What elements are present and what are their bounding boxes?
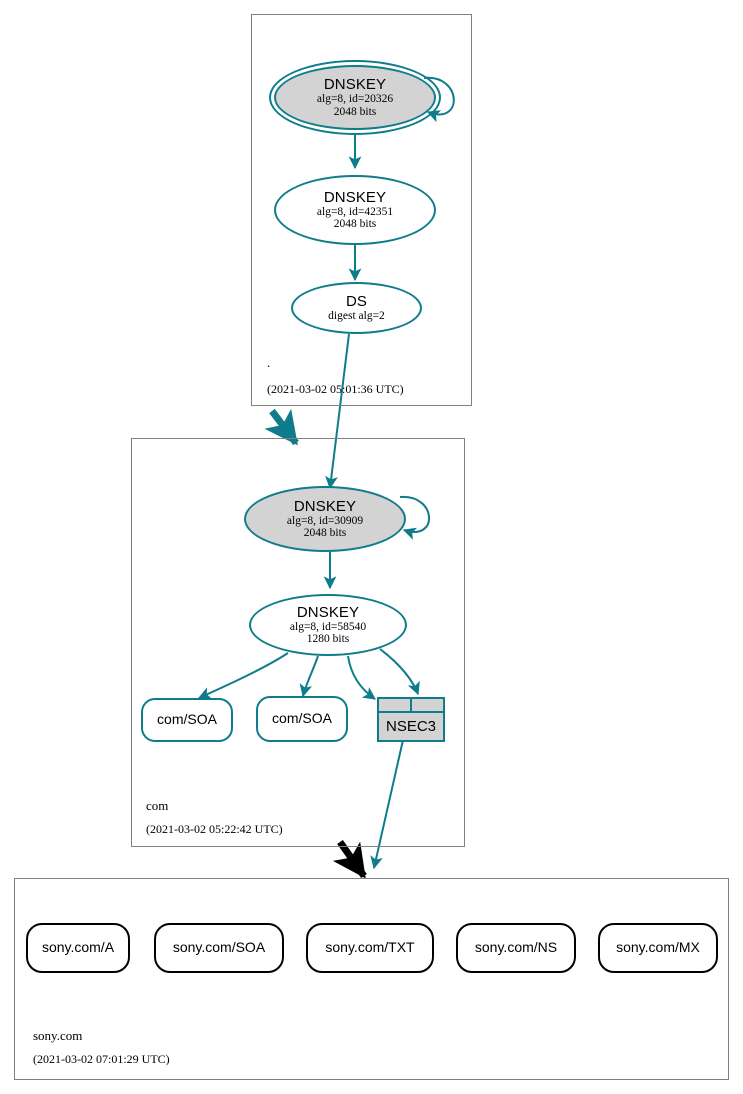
node-keysize: 2048 bits (303, 527, 347, 540)
rrset-sony-mx[interactable]: sony.com/MX (598, 923, 718, 973)
edge-delegation-com-to-sony (332, 839, 367, 879)
node-alg-id: alg=8, id=42351 (316, 205, 394, 218)
dnskey-root-zsk-42351[interactable]: DNSKEY alg=8, id=42351 2048 bits (274, 175, 436, 245)
rrset-com-soa-1[interactable]: com/SOA (141, 698, 233, 742)
rrset-com-soa-2[interactable]: com/SOA (256, 696, 348, 742)
zone-timestamp-root: (2021-03-02 05:01:36 UTC) (267, 382, 404, 396)
zone-label-sony: sony.com (33, 1028, 83, 1043)
dnskey-root-ksk-20326[interactable]: DNSKEY alg=8, id=20326 2048 bits (274, 65, 436, 130)
node-alg-id: alg=8, id=58540 (289, 620, 367, 633)
dnskey-com-ksk-30909[interactable]: DNSKEY alg=8, id=30909 2048 bits (244, 486, 406, 552)
rrset-sony-soa[interactable]: sony.com/SOA (154, 923, 284, 973)
zone-label-root: . (267, 355, 271, 370)
edge-com-zsk-to-soa-2 (299, 655, 319, 698)
rrset-sony-txt[interactable]: sony.com/TXT (306, 923, 434, 973)
node-alg-id: alg=8, id=20326 (316, 93, 394, 106)
node-alg-id: alg=8, id=30909 (286, 514, 364, 527)
edge-com-zsk-to-nsec3-b (379, 648, 420, 696)
rrset-sony-a[interactable]: sony.com/A (26, 923, 130, 973)
zone-timestamp-com: (2021-03-02 05:22:42 UTC) (146, 822, 283, 836)
ds-root-digest-alg-2[interactable]: DS digest alg=2 (291, 282, 422, 334)
edge-com-ksk-selfsign (399, 495, 430, 540)
zone-timestamp-sony: (2021-03-02 07:01:29 UTC) (33, 1052, 170, 1066)
node-title: sony.com/TXT (325, 939, 415, 956)
zone-box-com (131, 438, 465, 847)
edge-com-zsk-to-soa-1 (197, 652, 289, 700)
node-title: sony.com/MX (616, 939, 700, 956)
node-title: DNSKEY (323, 76, 387, 93)
edge-delegation-root-to-com (264, 408, 299, 446)
node-keysize: 2048 bits (333, 105, 377, 118)
node-title: DNSKEY (293, 497, 357, 515)
node-title: sony.com/A (41, 939, 115, 956)
node-keysize: 2048 bits (333, 218, 377, 231)
node-digest-alg: digest alg=2 (328, 309, 385, 322)
node-title: DNSKEY (323, 188, 387, 206)
node-title: NSEC3 (385, 718, 437, 735)
edge-root-ds-to-com-ksk (325, 333, 350, 490)
node-title: sony.com/SOA (172, 939, 266, 956)
node-title: com/SOA (157, 711, 217, 728)
node-title: sony.com/NS (474, 939, 558, 956)
rrset-sony-ns[interactable]: sony.com/NS (456, 923, 576, 973)
zone-box-sony (14, 878, 729, 1080)
edge-root-ksk-selfsign (423, 76, 455, 123)
dnskey-root-ksk-outer-ring (269, 60, 441, 135)
zone-label-com: com (146, 798, 169, 813)
dnskey-com-zsk-58540[interactable]: DNSKEY alg=8, id=58540 1280 bits (249, 594, 407, 656)
nsec3-com[interactable]: NSEC3 (377, 697, 445, 742)
node-keysize: 1280 bits (306, 633, 350, 646)
node-title: com/SOA (272, 710, 332, 727)
node-title: DNSKEY (296, 603, 360, 621)
edge-com-zsk-to-nsec3-a (347, 655, 376, 700)
zone-box-root (251, 14, 472, 406)
nsec3-cell-right (412, 699, 443, 711)
node-title: DS (345, 292, 368, 310)
nsec3-cell-left (379, 699, 412, 711)
nsec3-hash-cells (379, 699, 443, 713)
